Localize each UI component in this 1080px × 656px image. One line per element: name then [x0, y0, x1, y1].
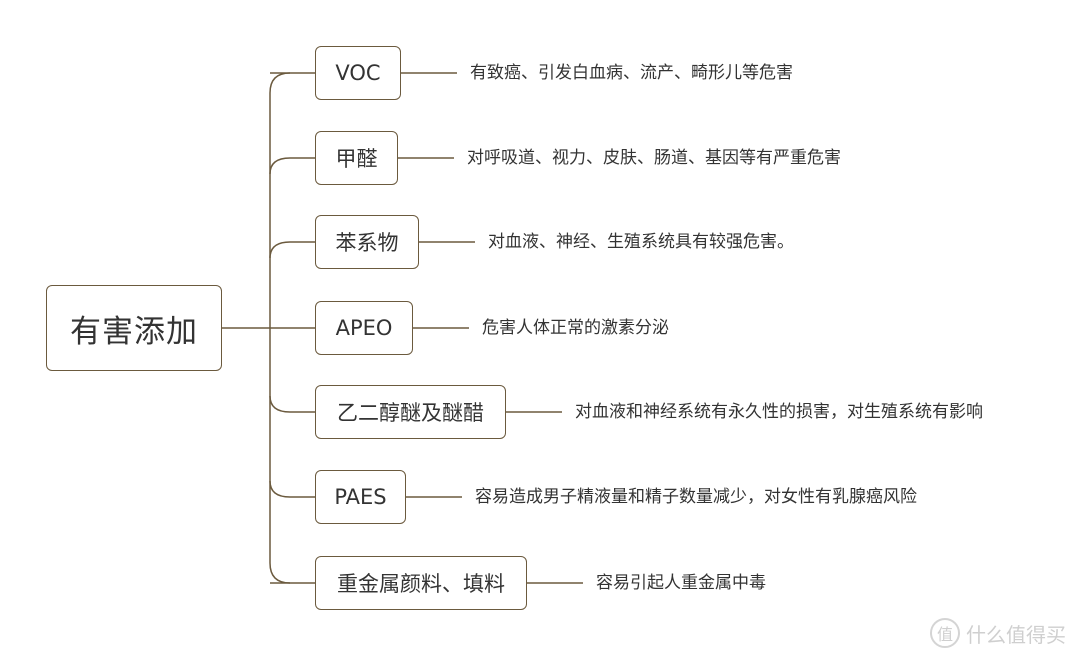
- branch-node-glycol-ether: 乙二醇醚及醚醋: [315, 385, 506, 439]
- branch-stub-2: [269, 157, 315, 175]
- branch-description-benzene: 对血液、神经、生殖系统具有较强危害。: [488, 232, 794, 252]
- smzdm-logo-icon: 值: [930, 618, 960, 648]
- branch-description-heavy-metal: 容易引起人重金属中毒: [596, 573, 766, 593]
- branch-node-heavy-metal: 重金属颜料、填料: [315, 556, 527, 610]
- branch-node-apeo: APEO: [315, 301, 413, 355]
- branch-node-voc: VOC: [315, 46, 401, 100]
- watermark: 值 什么值得买: [930, 618, 1066, 648]
- branch-node-paes: PAES: [315, 470, 406, 524]
- watermark-text: 什么值得买: [966, 622, 1066, 647]
- branch-stub-3: [269, 241, 315, 259]
- branch-description-apeo: 危害人体正常的激素分泌: [482, 318, 669, 338]
- branch-description-formaldehyde: 对呼吸道、视力、皮肤、肠道、基因等有严重危害: [467, 148, 841, 168]
- branch-stub-6: [269, 480, 315, 498]
- branch-description-voc: 有致癌、引发白血病、流产、畸形儿等危害: [470, 63, 793, 83]
- branch-node-formaldehyde: 甲醛: [315, 131, 398, 185]
- branch-description-paes: 容易造成男子精液量和精子数量减少，对女性有乳腺癌风险: [475, 487, 917, 507]
- branch-stub-5: [269, 395, 315, 413]
- branch-description-glycol-ether: 对血液和神经系统有永久性的损害，对生殖系统有影响: [575, 402, 983, 422]
- root-node: 有害添加: [46, 285, 222, 371]
- branch-node-benzene: 苯系物: [315, 215, 419, 269]
